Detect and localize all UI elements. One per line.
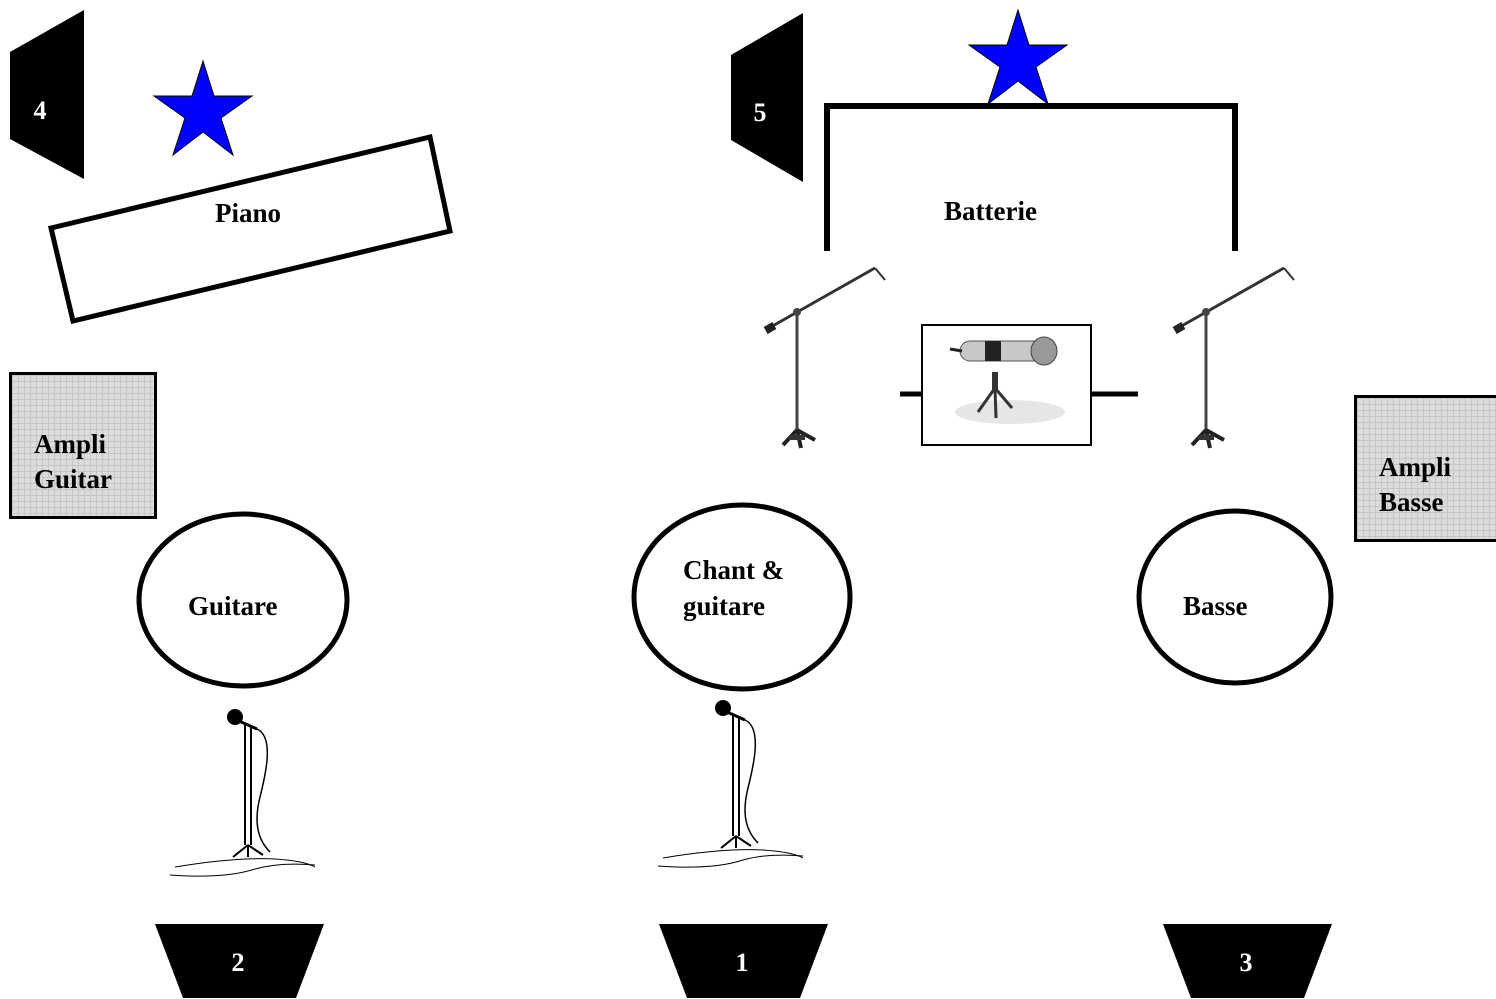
position-vocals-circle [631, 502, 853, 692]
piano-label: Piano [215, 198, 282, 228]
monitor-3 [1163, 924, 1332, 998]
bass-amp-label-line1: Ampli [1379, 452, 1452, 482]
position-guitar-circle [136, 511, 350, 689]
guitar-amp-label-line1: Ampli [34, 429, 107, 459]
star-icon [967, 8, 1069, 106]
drums-label: Batterie [944, 196, 1037, 226]
monitor-2 [155, 924, 324, 998]
monitor-4-number: 4 [33, 96, 47, 125]
guitar-amp: Ampli Guitar [9, 372, 157, 519]
monitor-1 [659, 924, 828, 998]
position-guitar-label: Guitare [188, 591, 278, 621]
monitor-5-number: 5 [753, 98, 767, 127]
position-bass-circle [1136, 508, 1334, 686]
monitor-3-number: 3 [1239, 948, 1253, 977]
monitor-1-number: 1 [735, 948, 749, 977]
vocal-mic-stand-icon [168, 707, 317, 878]
boom-mic-stand-icon [1170, 266, 1296, 450]
monitor-5 [731, 13, 803, 182]
monitor-4 [10, 10, 84, 179]
boom-mic-stand-icon [761, 266, 887, 450]
bass-amp: Ampli Basse [1354, 395, 1496, 542]
position-bass-label: Basse [1183, 591, 1248, 621]
piano-outline [47, 133, 453, 325]
guitar-amp-label-line2: Guitar [34, 464, 112, 495]
position-vocals-label-line1: Chant & [683, 555, 785, 585]
star-icon [152, 59, 254, 157]
drum-riser-outline [824, 103, 1238, 251]
monitor-2-number: 2 [231, 948, 245, 977]
position-vocals-label-line2: guitare [683, 591, 765, 621]
vocal-mic-stand-icon [656, 698, 805, 869]
desk-microphone-icon [949, 336, 1065, 424]
bass-amp-label-line2: Basse [1379, 487, 1444, 518]
